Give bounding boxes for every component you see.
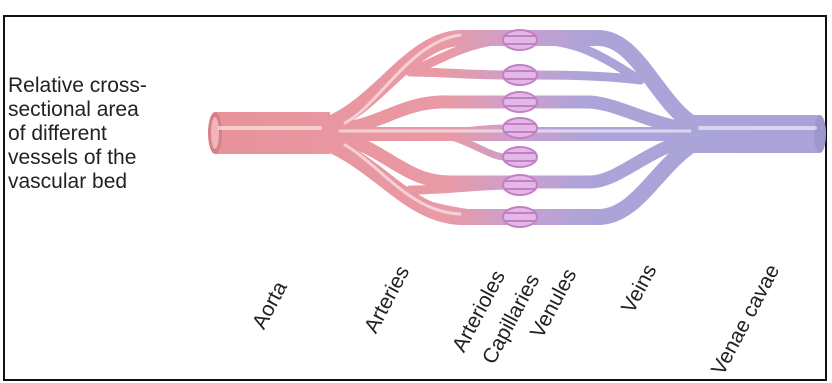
capillary-bed	[503, 147, 537, 167]
venae-cavae-vessel	[690, 115, 826, 153]
capillary-bed	[503, 118, 537, 138]
capillary-bed	[503, 65, 537, 85]
capillary-bed	[503, 30, 537, 50]
capillary-bed	[503, 175, 537, 195]
capillary-bed	[503, 207, 537, 227]
aorta-vessel	[208, 112, 330, 154]
capillary-beds	[503, 30, 537, 227]
capillary-bed	[503, 92, 537, 112]
